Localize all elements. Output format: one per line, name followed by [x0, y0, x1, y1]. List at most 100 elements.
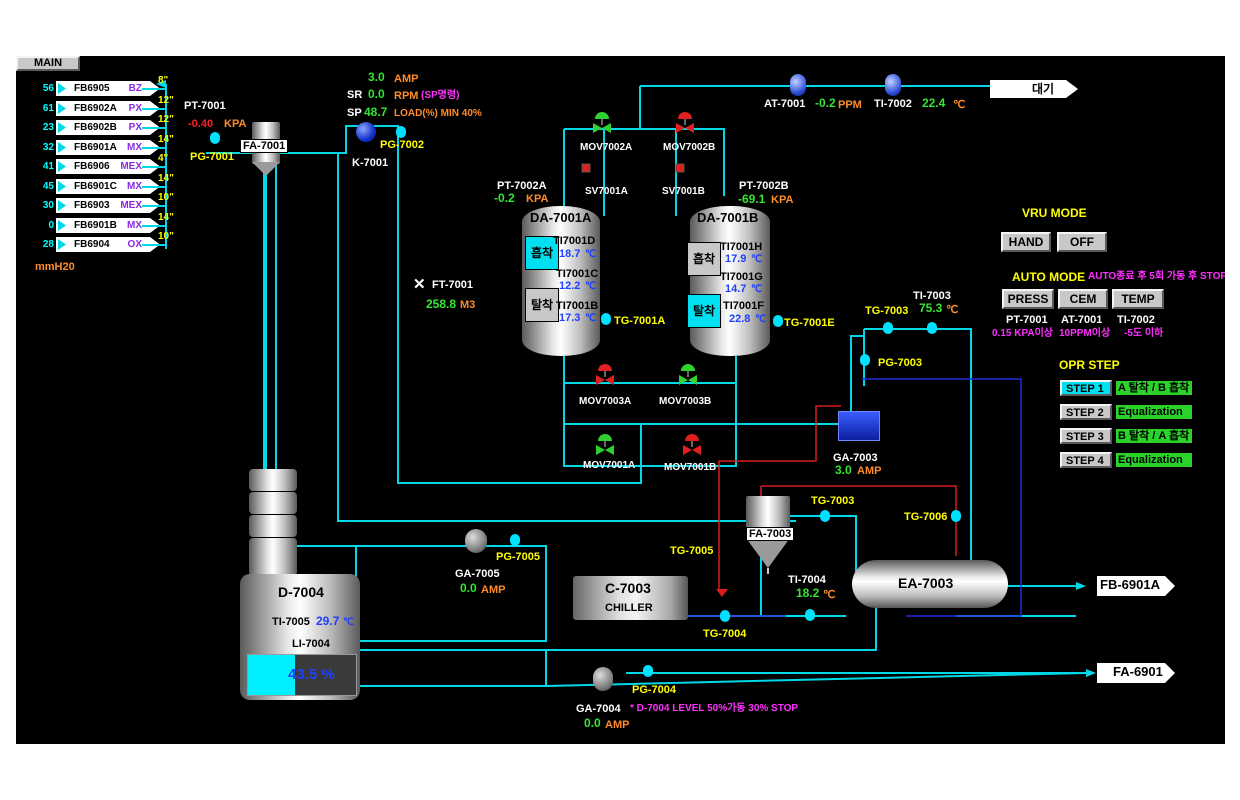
ea7003-vessel[interactable] — [852, 560, 1008, 608]
feed-line-value: 61 — [42, 102, 54, 114]
mov7003b-tag: MOV7003B — [659, 396, 712, 407]
mov7001a-valve-icon[interactable] — [594, 431, 616, 457]
opr-step-button[interactable]: STEP 2 — [1060, 404, 1112, 420]
hand-button[interactable]: HAND — [1001, 232, 1051, 252]
ti7002-sensor-icon[interactable] — [885, 74, 901, 96]
pg7003-gauge-icon[interactable] — [860, 354, 870, 366]
ga7005-unit: AMP — [481, 584, 506, 596]
out-fa-arrow-icon — [1097, 663, 1175, 683]
feed-line-size: 10" — [158, 231, 174, 242]
pg7005-gauge-icon[interactable] — [510, 534, 520, 546]
opr-step-button[interactable]: STEP 1 — [1060, 380, 1112, 396]
temp-button[interactable]: TEMP — [1112, 289, 1164, 309]
ga7005-pump-icon[interactable] — [465, 529, 487, 553]
off-button[interactable]: OFF — [1057, 232, 1107, 252]
ft7001-icon[interactable]: ✕ — [413, 276, 426, 293]
da7001b-ti-h-unit: ℃ — [751, 254, 763, 265]
press-button[interactable]: PRESS — [1002, 289, 1054, 309]
main-tab[interactable]: MAIN — [16, 56, 80, 71]
feed-line-pipe — [142, 205, 166, 207]
da7001a-adsorb-state[interactable]: 흡착 — [525, 236, 559, 270]
mov7002a-valve-icon[interactable] — [591, 109, 613, 135]
tg7006-gauge-icon[interactable] — [951, 510, 961, 522]
out-fa-label: FA-6901 — [1113, 664, 1163, 679]
k7001-blower-icon[interactable] — [356, 122, 376, 142]
opr-step-button[interactable]: STEP 3 — [1060, 428, 1112, 444]
feed-line-type: PX — [128, 102, 142, 114]
opr-step-title: OPR STEP — [1059, 358, 1120, 372]
opr-step-desc: Equalization — [1116, 405, 1192, 419]
feed-line-size: 8" — [158, 75, 169, 86]
tg7001a-gauge-icon[interactable] — [601, 313, 611, 325]
c7003-chiller[interactable] — [573, 576, 688, 620]
mov7003b-valve-icon[interactable] — [677, 361, 699, 387]
cem-button[interactable]: CEM — [1058, 289, 1108, 309]
tg7003-top-gauge-icon[interactable] — [883, 322, 893, 334]
mov7001b-valve-icon[interactable] — [681, 431, 703, 457]
vru-mode-title: VRU MODE — [1022, 206, 1087, 220]
feed-line-tag: FB6901A — [74, 141, 117, 153]
pg7004-gauge-icon[interactable] — [643, 665, 653, 677]
d7004-level-value: 43.5 % — [288, 666, 335, 683]
tg7003-mid-gauge-icon[interactable] — [820, 510, 830, 522]
feed-arrow-icon — [56, 159, 160, 174]
mov7003a-valve-icon[interactable] — [594, 361, 616, 387]
auto-cem-tag: AT-7001 — [1061, 314, 1103, 326]
da7001b-ti-g-value: 14.7 — [725, 283, 747, 295]
k7001-sp-label: SP — [347, 107, 362, 119]
ga7004-note: * D-7004 LEVEL 50%가동 30% STOP — [630, 703, 799, 714]
pg7001-gauge-icon[interactable] — [210, 132, 220, 144]
feed-line-pipe — [142, 166, 166, 168]
opr-step-button[interactable]: STEP 4 — [1060, 452, 1112, 468]
feed-line-tag: FB6901B — [74, 219, 117, 231]
k7001-tag: K-7001 — [352, 157, 389, 169]
auto-mode-title: AUTO MODE — [1012, 270, 1086, 284]
da7001a-desorb-state[interactable]: 탈착 — [525, 288, 559, 322]
tg7004-tag: TG-7004 — [703, 628, 747, 640]
k7001-amp: 3.0 — [368, 70, 385, 84]
feed-line-type: BZ — [128, 83, 142, 94]
da7001b-adsorb-state[interactable]: 흡착 — [687, 242, 721, 276]
da7001b-desorb-state[interactable]: 탈착 — [687, 294, 721, 328]
ga7003-pump-icon[interactable] — [838, 411, 880, 441]
mov7002b-valve-icon[interactable] — [674, 109, 696, 135]
ti7003-sensor-icon[interactable] — [927, 322, 937, 334]
ga7004-pump-icon[interactable] — [593, 667, 613, 691]
da7001a-ti-c-unit: ℃ — [585, 281, 597, 292]
opr-step-desc: A 탈착 / B 흡착 — [1116, 381, 1192, 395]
at7001-analyzer-icon[interactable] — [790, 74, 806, 96]
da7001b-vessel[interactable] — [690, 206, 770, 356]
tg7001e-gauge-icon[interactable] — [773, 315, 783, 327]
feed-line-value: 28 — [42, 239, 54, 250]
tg7001a-tag: TG-7001A — [614, 315, 666, 327]
ti7004-sensor-icon[interactable] — [805, 609, 815, 621]
ga7004-unit: AMP — [605, 719, 630, 731]
tg7004-gauge-icon[interactable] — [720, 610, 730, 622]
feed-line-tag: FB6906 — [74, 161, 110, 172]
da7001a-vessel[interactable] — [522, 206, 600, 356]
da7001b-ti-h-tag: TI7001H — [720, 241, 763, 253]
tg7001e-tag: TG-7001E — [784, 317, 835, 329]
pg7002-gauge-icon[interactable] — [396, 126, 406, 138]
d7004-stack-section — [249, 538, 297, 576]
feed-line-tag: FB6904 — [74, 239, 110, 250]
ti7002-value: 22.4 — [922, 96, 946, 110]
